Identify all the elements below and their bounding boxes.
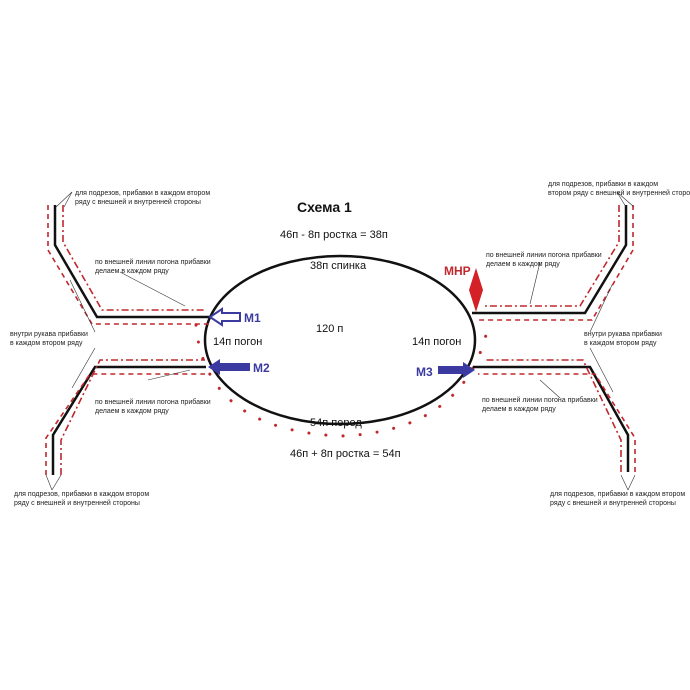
right-shoulder-label: 14п погон (412, 336, 461, 348)
left-sleeve (45, 205, 210, 475)
note-outer-upper-left: по внешней линии погона прибавки делаем … (95, 258, 213, 275)
note-top-left: для подрезов, прибавки в каждом втором р… (75, 189, 212, 206)
note-sleeve-left: внутри рукава прибавки в каждом втором р… (10, 330, 90, 347)
left-sleeve-upper-inner-dash (62, 205, 205, 311)
front-label: 54п перед (310, 417, 362, 429)
left-sleeve-upper-outer-dash (47, 205, 210, 325)
back-formula: 46п - 8п ростка = 38п (280, 229, 388, 241)
m3-label: М3 (416, 365, 433, 379)
note-leaders (45, 191, 636, 491)
back-label: 38п спинка (310, 260, 367, 272)
right-sleeve-lower-inner-dash (485, 359, 622, 472)
m2-label: М2 (253, 361, 270, 375)
front-formula: 46п + 8п ростка = 54п (290, 448, 401, 460)
left-shoulder-label: 14п погон (213, 336, 262, 348)
neckline-ellipse (203, 254, 477, 426)
left-sleeve-upper-line (53, 205, 210, 319)
note-outer-lower-left: по внешней линии погона прибавки делаем … (95, 398, 213, 415)
m1-label: М1 (244, 311, 261, 325)
m1-arrow-icon (208, 307, 241, 327)
note-outer-lower-right: по внешней линии погона прибавки делаем … (482, 396, 600, 413)
mhp-marker-diamond (469, 268, 483, 312)
note-top-right: для подрезов, прибавки в каждом втором р… (548, 180, 690, 197)
right-sleeve-upper-inner-dash (485, 205, 620, 307)
m3-arrow-icon (438, 362, 475, 378)
note-sleeve-right: внутри рукава прибавки в каждом втором р… (584, 330, 664, 347)
note-bottom-left: для подрезов, прибавки в каждом втором р… (14, 490, 151, 507)
right-sleeve-upper-outer-dash (478, 205, 634, 321)
note-outer-upper-right: по внешней линии погона прибавки делаем … (486, 251, 604, 268)
mhp-label: МНР (444, 264, 471, 278)
right-sleeve (472, 205, 636, 472)
right-sleeve-lower-line (473, 365, 630, 472)
scheme-title: Схема 1 (297, 199, 352, 215)
left-sleeve-lower-inner-dash (60, 359, 205, 475)
left-sleeve-lower-line (51, 365, 206, 475)
note-bottom-right: для подрезов, прибавки в каждом втором р… (550, 490, 687, 507)
center-stitch-count: 120 п (316, 323, 343, 335)
right-sleeve-upper-line (472, 205, 628, 315)
m2-arrow-icon (208, 359, 250, 375)
left-sleeve-lower-outer-dash (45, 373, 205, 475)
